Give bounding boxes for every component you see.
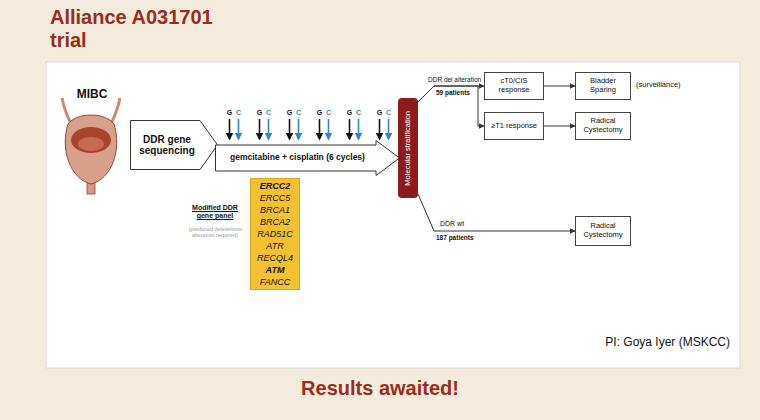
gene-panel-box: ERCC2ERCC5BRCA1BRCA2RAD51CATRRECQL4ATMFA… bbox=[250, 178, 300, 290]
cisplatin-letter: C bbox=[265, 109, 272, 117]
cisplatin-letter: C bbox=[385, 109, 392, 117]
arrow-shape bbox=[216, 141, 400, 176]
node-text: Radical Cystectomy bbox=[578, 117, 628, 134]
cisplatin-letter: C bbox=[295, 109, 302, 117]
gemcitabine-letter: G bbox=[226, 109, 233, 117]
gemcitabine-arrow bbox=[379, 119, 381, 139]
node-text: cT0/CIS response bbox=[487, 77, 541, 94]
outcome-box: Bladder Sparing bbox=[575, 72, 631, 100]
node-text: Molecular stratification bbox=[404, 111, 413, 186]
cisplatin-letter: C bbox=[325, 109, 332, 117]
gene-name: ERCC2 bbox=[260, 180, 291, 192]
response-box: ≥T1 response bbox=[484, 112, 544, 140]
gemcitabine-arrow bbox=[229, 119, 231, 139]
node-text: Bladder Sparing bbox=[578, 77, 628, 94]
node-text: ≥T1 response bbox=[491, 122, 537, 131]
gemcitabine-letter: G bbox=[316, 109, 323, 117]
bladder-mucosa bbox=[78, 137, 104, 151]
gemcitabine-arrow bbox=[319, 119, 321, 139]
gemcitabine-arrow bbox=[289, 119, 291, 139]
patient-count: 187 patients bbox=[436, 234, 486, 241]
treatment-arrow: gemcitabine + cisplatin (6 cycles) bbox=[215, 140, 400, 176]
gene-name: BRCA1 bbox=[260, 204, 290, 216]
bladder-lumen bbox=[71, 127, 111, 153]
panel-note: (predicted deleterious alteration requir… bbox=[184, 226, 246, 239]
gemcitabine-arrow bbox=[349, 119, 351, 139]
gemcitabine-letter: G bbox=[286, 109, 293, 117]
process-pentagon: DDR gene sequencing bbox=[130, 120, 218, 170]
cisplatin-arrow bbox=[328, 119, 330, 139]
node-text: Radical Cystectomy bbox=[578, 222, 628, 239]
branch-label: DDR del alteration bbox=[428, 76, 498, 83]
drug-dose-arrows bbox=[230, 119, 389, 139]
disease-label: MIBC bbox=[70, 88, 114, 102]
bladder-wall bbox=[65, 115, 116, 184]
gene-name: FANCC bbox=[260, 276, 290, 288]
branch-label: DDR wt bbox=[440, 220, 480, 228]
outcome-box: Radical Cystectomy bbox=[575, 216, 631, 246]
cisplatin-arrow bbox=[238, 119, 240, 139]
cisplatin-arrow bbox=[358, 119, 360, 139]
slide-caption: Results awaited! bbox=[230, 377, 530, 400]
gene-name: RECQL4 bbox=[257, 252, 293, 264]
note-label: (surveillance) bbox=[636, 81, 696, 90]
stratification-bar: Molecular stratification bbox=[398, 98, 418, 198]
flow-connector bbox=[418, 194, 575, 231]
investigator-label: PI: Goya Iyer (MSKCC) bbox=[580, 336, 730, 350]
white-panel bbox=[46, 62, 740, 368]
flow-connector bbox=[544, 86, 575, 87]
gene-name: RAD51C bbox=[257, 228, 293, 240]
gene-name: ATR bbox=[266, 240, 283, 252]
node-text: DDR gene sequencing bbox=[134, 134, 200, 157]
response-box: cT0/CIS response bbox=[484, 72, 544, 100]
node-text: gemcitabine + cisplatin (6 cycles) bbox=[230, 153, 365, 163]
cisplatin-letter: C bbox=[235, 109, 242, 117]
gene-name: BRCA2 bbox=[260, 216, 290, 228]
outcome-box: Radical Cystectomy bbox=[575, 112, 631, 140]
gene-name: ATM bbox=[266, 264, 285, 276]
cisplatin-arrow bbox=[388, 119, 390, 139]
gemcitabine-letter: G bbox=[346, 109, 353, 117]
pentagon-shape bbox=[131, 121, 218, 170]
flow-connector bbox=[544, 126, 575, 127]
slide-title: Alliance A031701 trial bbox=[50, 6, 235, 52]
gemcitabine-arrow bbox=[259, 119, 261, 139]
cisplatin-letter: C bbox=[355, 109, 362, 117]
cisplatin-arrow bbox=[298, 119, 300, 139]
panel-heading: Modified DDR gene panel bbox=[184, 204, 246, 220]
bladder-illustration bbox=[62, 98, 120, 194]
gemcitabine-letter: G bbox=[376, 109, 383, 117]
gemcitabine-letter: G bbox=[256, 109, 263, 117]
patient-count: 59 patients bbox=[436, 89, 486, 96]
gene-name: ERCC5 bbox=[260, 192, 291, 204]
cisplatin-arrow bbox=[268, 119, 270, 139]
